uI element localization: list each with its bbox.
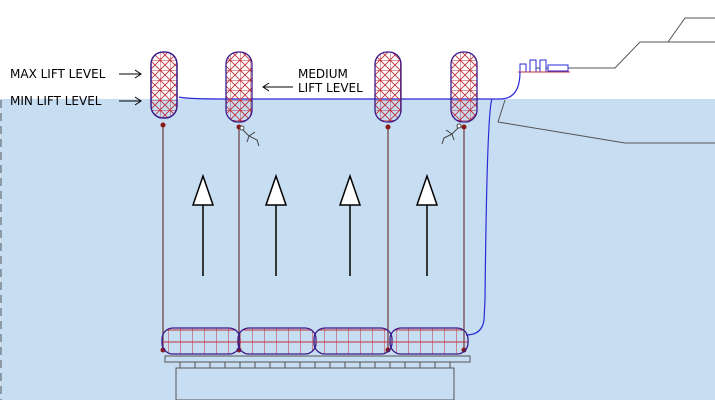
lifting-cables	[162, 124, 465, 350]
sunken-structure	[164, 355, 471, 400]
min-lift-level-label: MIN LIFT LEVEL	[10, 94, 102, 108]
surface-float-1	[150, 51, 178, 119]
diver-icon	[239, 125, 260, 147]
max-lift-arrow	[119, 69, 142, 79]
up-arrow-icon	[264, 173, 288, 276]
surface-float-4	[450, 51, 478, 123]
max-lift-level-label: MAX LIFT LEVEL	[10, 67, 106, 81]
air-supply-hose	[178, 71, 521, 100]
up-arrow-icon	[191, 173, 215, 276]
surface-float-2	[225, 51, 253, 123]
medium-lift-level-label-line2: LIFT LEVEL	[298, 81, 363, 95]
submerged-pontoons	[161, 327, 469, 355]
water-body	[0, 99, 715, 400]
diver-icon	[441, 123, 462, 145]
air-supply-hose-down	[465, 98, 493, 336]
up-arrow-icon	[338, 173, 362, 276]
surface-float-3	[374, 51, 402, 123]
medium-lift-arrow	[262, 82, 293, 92]
medium-lift-level-label-line1: MEDIUM	[298, 67, 348, 81]
up-arrow-icon	[415, 173, 439, 276]
winch-deck-equipment	[518, 59, 570, 73]
min-lift-arrow	[119, 96, 142, 106]
support-vessel	[497, 17, 715, 144]
